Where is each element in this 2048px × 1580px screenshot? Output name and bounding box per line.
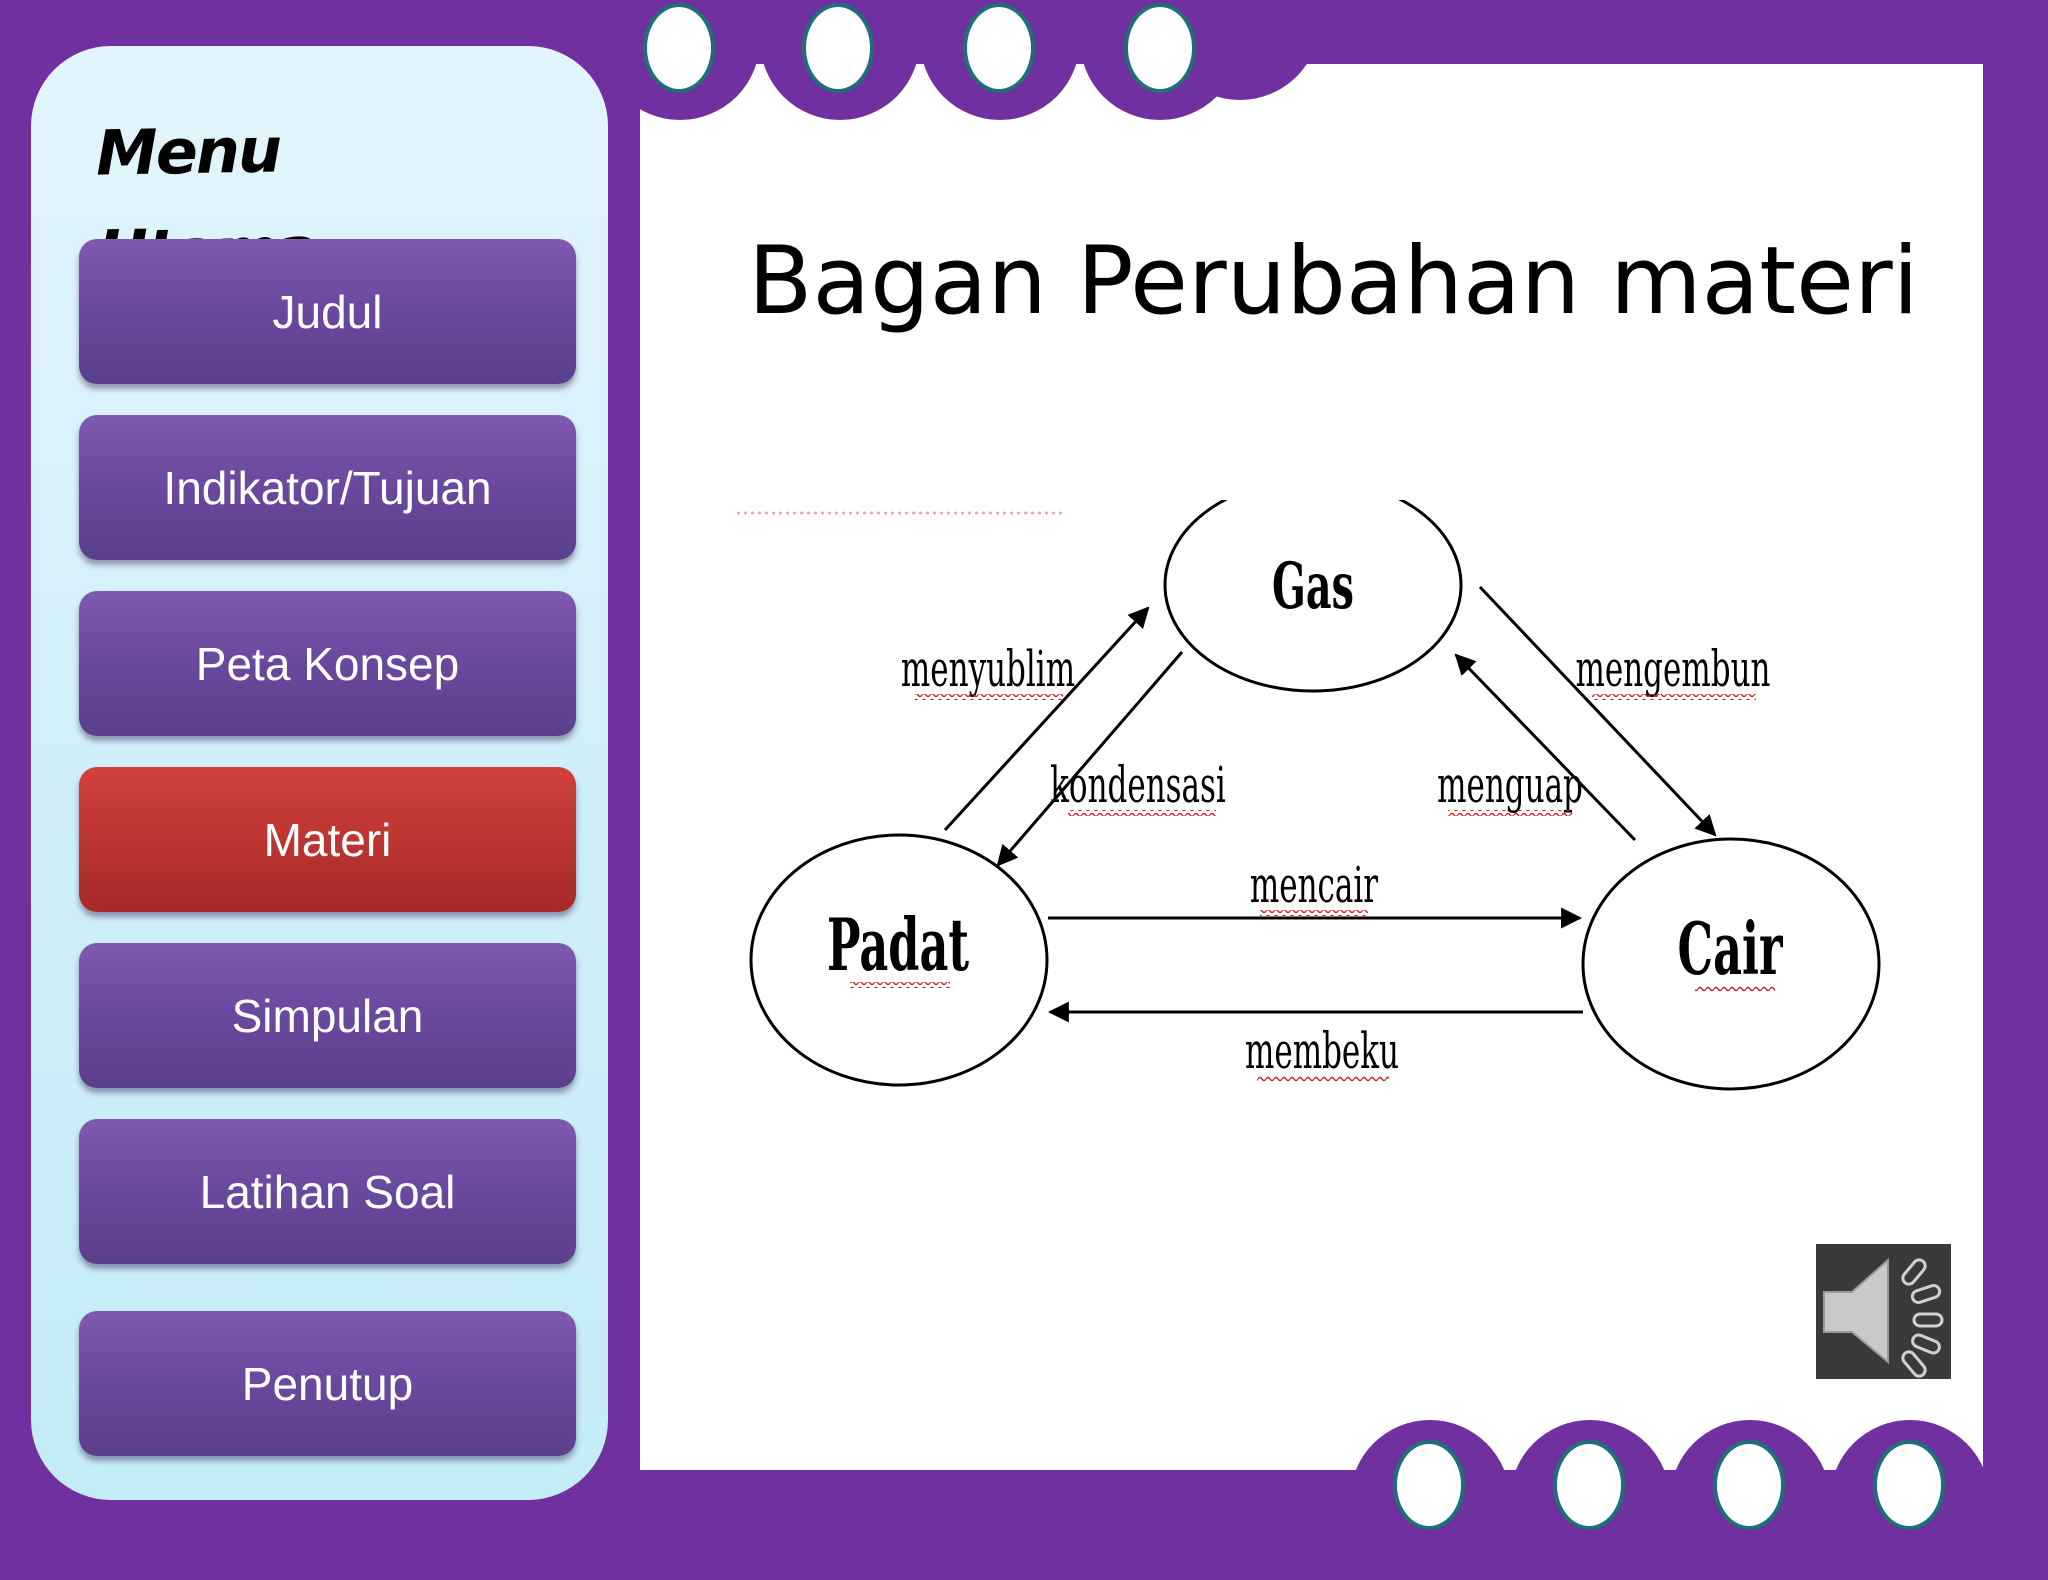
arrow-mengembun <box>1478 585 1717 837</box>
padat-node <box>749 833 1049 1087</box>
state-change-diagram: Gas Padat Cair menyublim kondensasi meng… <box>749 500 1881 1091</box>
spellcheck-underline <box>915 694 1063 700</box>
binder-ring <box>963 3 1035 93</box>
spellcheck-underline <box>1592 694 1756 700</box>
menu-item-peta-konsep[interactable]: Peta Konsep <box>79 591 576 736</box>
menu-item-penutup[interactable]: Penutup <box>79 1311 576 1456</box>
gas-label: Gas <box>1272 548 1354 624</box>
menu-item-latihan-soal[interactable]: Latihan Soal <box>79 1119 576 1264</box>
binder-ring <box>1393 1440 1465 1530</box>
arrow-kondensasi <box>996 651 1184 867</box>
spellcheck-underline <box>1448 810 1572 816</box>
spellcheck-underline <box>1257 1076 1389 1082</box>
spellcheck-underline <box>1260 910 1368 916</box>
speaker-volume-icon[interactable] <box>1816 1244 1951 1379</box>
menu-item-indikator-tujuan[interactable]: Indikator/Tujuan <box>79 415 576 560</box>
menu-title: Menu Utama <box>95 113 316 289</box>
slide-content-area <box>640 64 1983 1470</box>
binder-ring <box>1124 3 1196 93</box>
binder-ring <box>802 3 874 93</box>
spellcheck-underline <box>1068 810 1216 816</box>
label-mencair: mencair <box>1250 855 1378 914</box>
menu-item-simpulan[interactable]: Simpulan <box>79 943 576 1088</box>
padat-label: Padat <box>827 904 969 988</box>
speaker-glyph <box>1823 1257 1944 1378</box>
cair-label: Cair <box>1678 908 1784 992</box>
label-menguap: menguap <box>1437 755 1583 814</box>
label-menyublim: menyublim <box>901 639 1075 698</box>
label-kondensasi: kondensasi <box>1050 755 1226 814</box>
binder-ring <box>1553 1440 1625 1530</box>
menu-item-judul[interactable]: Judul <box>79 239 576 384</box>
gas-node <box>1163 500 1463 693</box>
slide-title: Bagan Perubahan materi <box>748 227 1919 336</box>
label-membeku: membeku <box>1245 1021 1399 1080</box>
spellcheck-underline <box>1695 986 1775 992</box>
spellcheck-underline <box>850 982 950 988</box>
binder-ring <box>1873 1440 1945 1530</box>
label-mengembun: mengembun <box>1576 639 1771 698</box>
binder-ring <box>1713 1440 1785 1530</box>
dotted-underline <box>735 510 1065 516</box>
cair-node <box>1581 837 1881 1091</box>
arrow-menguap <box>1454 653 1637 842</box>
menu-item-materi[interactable]: Materi <box>79 767 576 912</box>
binder-ring <box>643 3 715 93</box>
arrow-menyublim <box>943 606 1150 832</box>
